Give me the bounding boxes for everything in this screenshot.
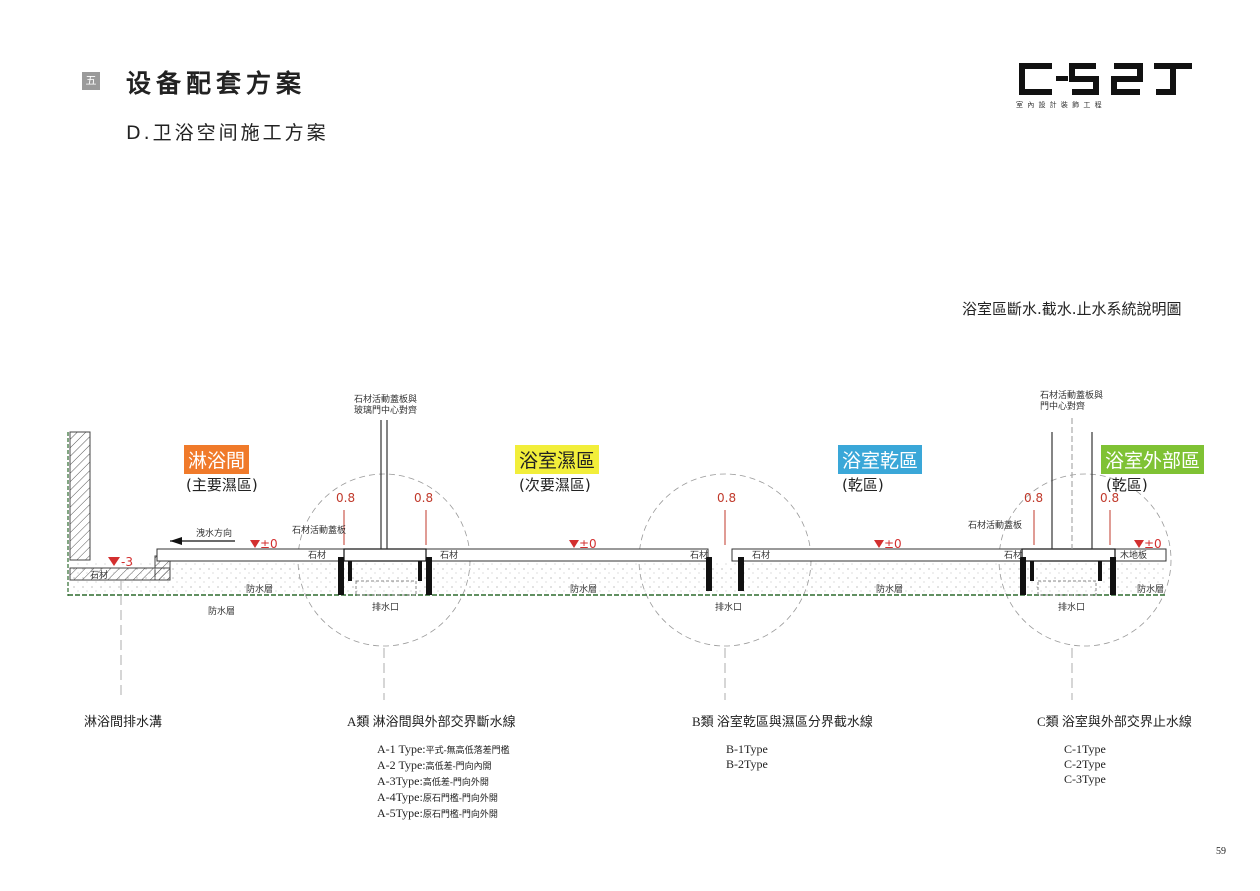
type-list-a: A-1 Type:平式-無高低落差門檻 A-2 Type:高低差-門向內開 A-… bbox=[377, 742, 510, 822]
waterproof-label-2: 防水層 bbox=[208, 605, 235, 617]
note-a-line2: 玻璃門中心對齊 bbox=[354, 404, 417, 416]
brand-tagline: 室 內 設 計 裝 飾 工 程 bbox=[1016, 101, 1103, 109]
brand-logo bbox=[1019, 63, 1192, 95]
type-a-item: A-2 Type:高低差-門向內開 bbox=[377, 758, 492, 772]
type-b-item: B-2Type bbox=[726, 757, 768, 771]
level-zero-dry: ±0 bbox=[884, 537, 902, 551]
page-title: 设备配套方案 bbox=[126, 69, 307, 98]
drain-label-b: 排水口 bbox=[715, 601, 742, 613]
level-minus-label: -3 bbox=[121, 555, 133, 569]
zone-dry-sub: (乾區) bbox=[842, 476, 884, 494]
stone-label-wet-right: 石材 bbox=[690, 549, 708, 561]
zone-outside-sub: (乾區) bbox=[1106, 476, 1148, 494]
type-c-item: C-2Type bbox=[1064, 757, 1106, 771]
stone-label-wet-left: 石材 bbox=[440, 549, 458, 561]
drain-label-c: 排水口 bbox=[1058, 601, 1085, 613]
type-a-item: A-4Type:原石門檻-門向外開 bbox=[377, 790, 498, 804]
dim-a1: 0.8 bbox=[336, 491, 355, 505]
type-a-item: A-1 Type:平式-無高低落差門檻 bbox=[377, 742, 510, 756]
note-a-line1: 石材活動蓋板與 bbox=[354, 393, 417, 405]
zone-shower-label: 淋浴間 bbox=[184, 445, 250, 474]
type-list-c: C-1Type C-2Type C-3Type bbox=[1064, 742, 1106, 787]
waterproof-label-1: 防水層 bbox=[246, 583, 273, 595]
level-zero-outside: ±0 bbox=[1144, 537, 1162, 551]
stone-layer-wet bbox=[425, 548, 709, 562]
waterproof-label-5: 防水層 bbox=[1137, 583, 1164, 595]
section-badge: 五 bbox=[82, 72, 100, 90]
dim-c1: 0.8 bbox=[1024, 491, 1043, 505]
page-number: 59 bbox=[1216, 846, 1226, 857]
callout-category-a: A類 淋浴間與外部交界斷水線 bbox=[347, 714, 516, 729]
level-zero-wet: ±0 bbox=[579, 537, 597, 551]
floor-slab bbox=[70, 561, 1166, 595]
zone-wet-sub: (次要濕區) bbox=[519, 476, 591, 494]
left-wall bbox=[69, 431, 91, 561]
dim-c2: 0.8 bbox=[1100, 491, 1119, 505]
detail-circle-c bbox=[998, 473, 1172, 647]
waterproof-label-4: 防水層 bbox=[876, 583, 903, 595]
zone-wet-label: 浴室濕區 bbox=[515, 445, 600, 474]
note-c-line1: 石材活動蓋板與 bbox=[1040, 389, 1103, 401]
type-c-item: C-3Type bbox=[1064, 772, 1106, 786]
callout-category-c: C類 浴室與外部交界止水線 bbox=[1037, 714, 1192, 729]
note-c-line2: 門中心對齊 bbox=[1040, 400, 1085, 412]
type-list-b: B-1Type B-2Type bbox=[726, 742, 768, 772]
zone-shower-sub: (主要濕區) bbox=[186, 476, 258, 494]
dim-b: 0.8 bbox=[717, 491, 736, 505]
stone-label-shower: 石材 bbox=[308, 549, 326, 561]
type-b-item: B-1Type bbox=[726, 742, 768, 756]
stone-layer-dry bbox=[731, 548, 1023, 562]
stone-cover-label-a: 石材活動蓋板 bbox=[292, 524, 346, 536]
dim-a2: 0.8 bbox=[414, 491, 433, 505]
stone-cover-label-c: 石材活動蓋板 bbox=[968, 519, 1022, 531]
callout-shower-drain: 淋浴間排水溝 bbox=[84, 714, 163, 729]
stone-label-trench: 石材 bbox=[90, 569, 108, 581]
stone-label-dry-right: 石材 bbox=[1004, 549, 1022, 561]
type-a-item: A-3Type:高低差-門向外開 bbox=[377, 774, 489, 788]
callout-category-b: B類 浴室乾區與濕區分界截水線 bbox=[692, 714, 873, 729]
flow-label: 洩水方向 bbox=[196, 527, 232, 539]
wood-floor-label: 木地板 bbox=[1120, 549, 1147, 561]
page-subtitle: D.卫浴空间施工方案 bbox=[126, 122, 329, 144]
zone-dry-label: 浴室乾區 bbox=[838, 445, 923, 474]
zone-outside-label: 浴室外部區 bbox=[1101, 445, 1205, 474]
type-c-item: C-1Type bbox=[1064, 742, 1106, 756]
stone-label-dry-left: 石材 bbox=[752, 549, 770, 561]
drain-label-a: 排水口 bbox=[372, 601, 399, 613]
diagram-title: 浴室區斷水.截水.止水系統說明圖 bbox=[962, 300, 1182, 318]
level-zero-shower: ±0 bbox=[260, 537, 278, 551]
type-a-item: A-5Type:原石門檻-門向外開 bbox=[377, 806, 498, 820]
waterproof-label-3: 防水層 bbox=[570, 583, 597, 595]
